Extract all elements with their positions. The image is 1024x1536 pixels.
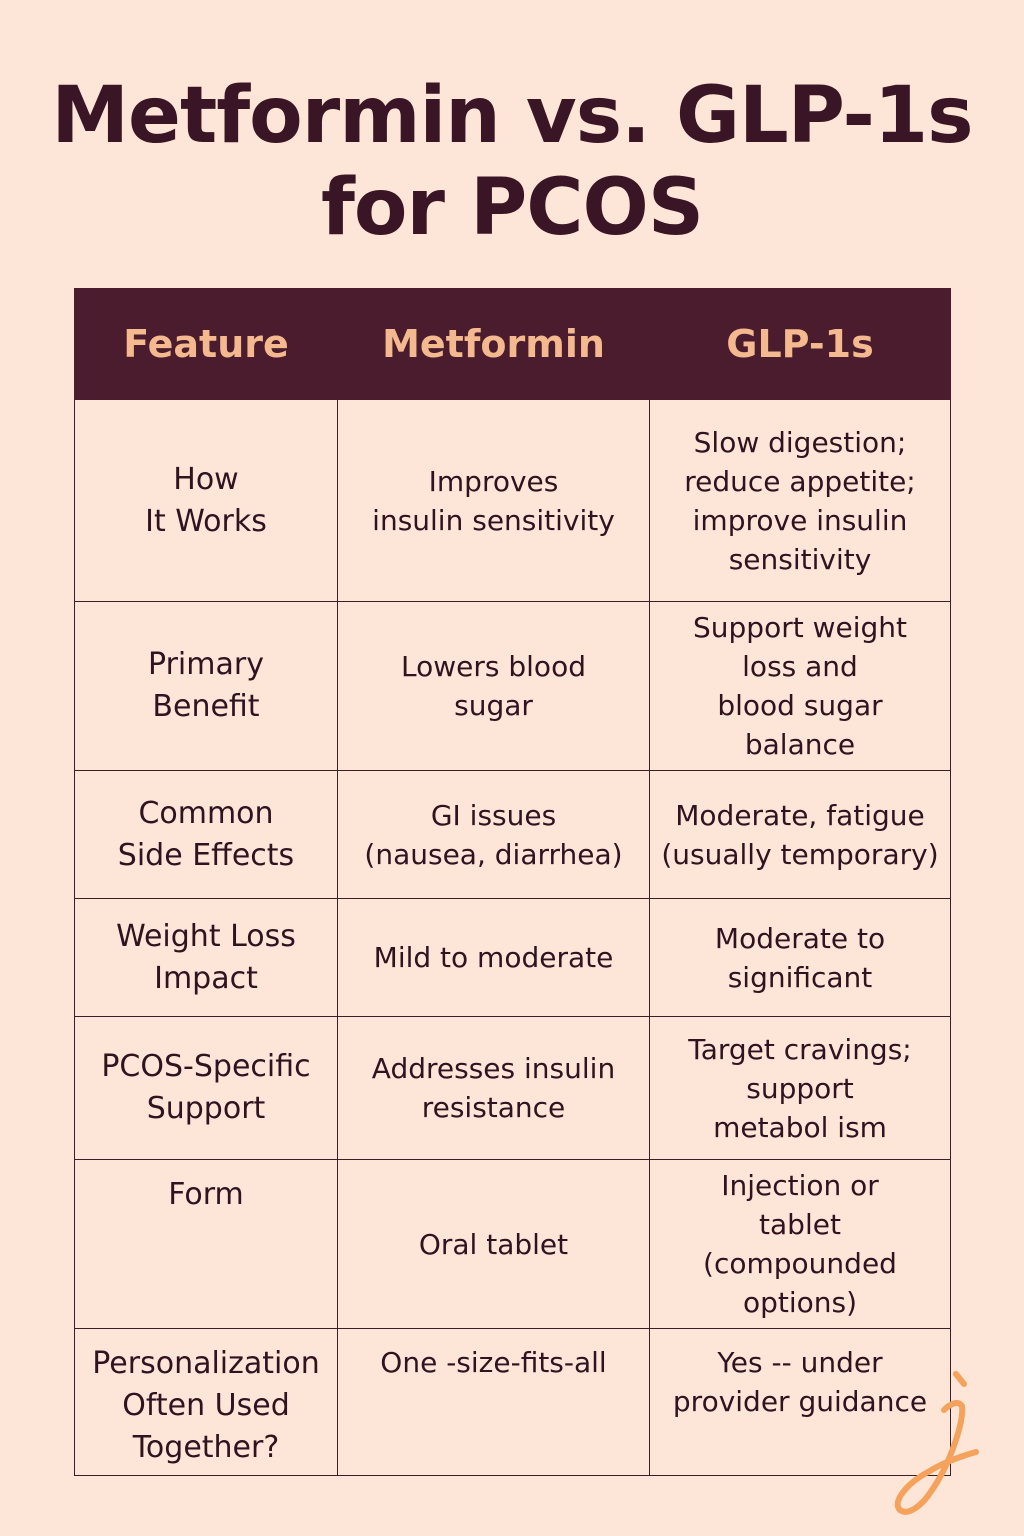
j-script-logo-icon bbox=[884, 1360, 984, 1520]
table-row: Form Oral tablet Injection or tablet (co… bbox=[74, 1159, 951, 1329]
table-row: Personalization Often Used Together? One… bbox=[74, 1328, 951, 1476]
metformin-cell: GI issues (nausea, diarrhea) bbox=[337, 770, 650, 899]
metformin-cell: Oral tablet bbox=[337, 1159, 650, 1329]
page-title-line-2: for PCOS bbox=[320, 163, 704, 253]
metformin-cell: One -size-fits-all bbox=[337, 1328, 650, 1476]
metformin-cell: Addresses insulin resistance bbox=[337, 1016, 650, 1160]
page-title: Metformin vs. GLP-1s for PCOS bbox=[0, 70, 1024, 254]
header-metformin: Metformin bbox=[337, 288, 650, 400]
glp1s-cell: Target cravings; support metabol ism bbox=[649, 1016, 951, 1160]
table-body: How It Works Improves insulin sensitivit… bbox=[74, 399, 951, 1476]
metformin-cell: Improves insulin sensitivity bbox=[337, 399, 650, 602]
table-row: How It Works Improves insulin sensitivit… bbox=[74, 399, 951, 602]
feature-cell: Form bbox=[74, 1159, 338, 1329]
table-row: Common Side Effects GI issues (nausea, d… bbox=[74, 770, 951, 899]
glp1s-cell: Injection or tablet (compounded options) bbox=[649, 1159, 951, 1329]
glp1s-cell: Slow digestion; reduce appetite; improve… bbox=[649, 399, 951, 602]
table-row: Weight Loss Impact Mild to moderate Mode… bbox=[74, 898, 951, 1017]
header-glp1s: GLP-1s bbox=[649, 288, 951, 400]
table-header-row: Feature Metformin GLP-1s bbox=[74, 288, 951, 400]
feature-cell: PCOS-Specific Support bbox=[74, 1016, 338, 1160]
page-title-line-1: Metformin vs. GLP-1s bbox=[51, 71, 973, 161]
feature-cell: Common Side Effects bbox=[74, 770, 338, 899]
metformin-cell: Lowers blood sugar bbox=[337, 601, 650, 771]
feature-cell: How It Works bbox=[74, 399, 338, 602]
table-row: PCOS-Specific Support Addresses insulin … bbox=[74, 1016, 951, 1160]
comparison-table: Feature Metformin GLP-1s How It Works Im… bbox=[74, 288, 951, 1476]
header-feature: Feature bbox=[74, 288, 338, 400]
glp1s-cell: Moderate to significant bbox=[649, 898, 951, 1017]
glp1s-cell: Moderate, fatigue (usually temporary) bbox=[649, 770, 951, 899]
feature-cell: Weight Loss Impact bbox=[74, 898, 338, 1017]
metformin-cell: Mild to moderate bbox=[337, 898, 650, 1017]
comparison-table-container: Feature Metformin GLP-1s How It Works Im… bbox=[74, 288, 951, 1476]
table-row: Primary Benefit Lowers blood sugar Suppo… bbox=[74, 601, 951, 771]
glp1s-cell: Support weight loss and blood sugar bala… bbox=[649, 601, 951, 771]
glp1s-cell: Yes -- under provider guidance bbox=[649, 1328, 951, 1476]
table-header: Feature Metformin GLP-1s bbox=[74, 288, 951, 400]
feature-cell: Personalization Often Used Together? bbox=[74, 1328, 338, 1476]
feature-cell: Primary Benefit bbox=[74, 601, 338, 771]
